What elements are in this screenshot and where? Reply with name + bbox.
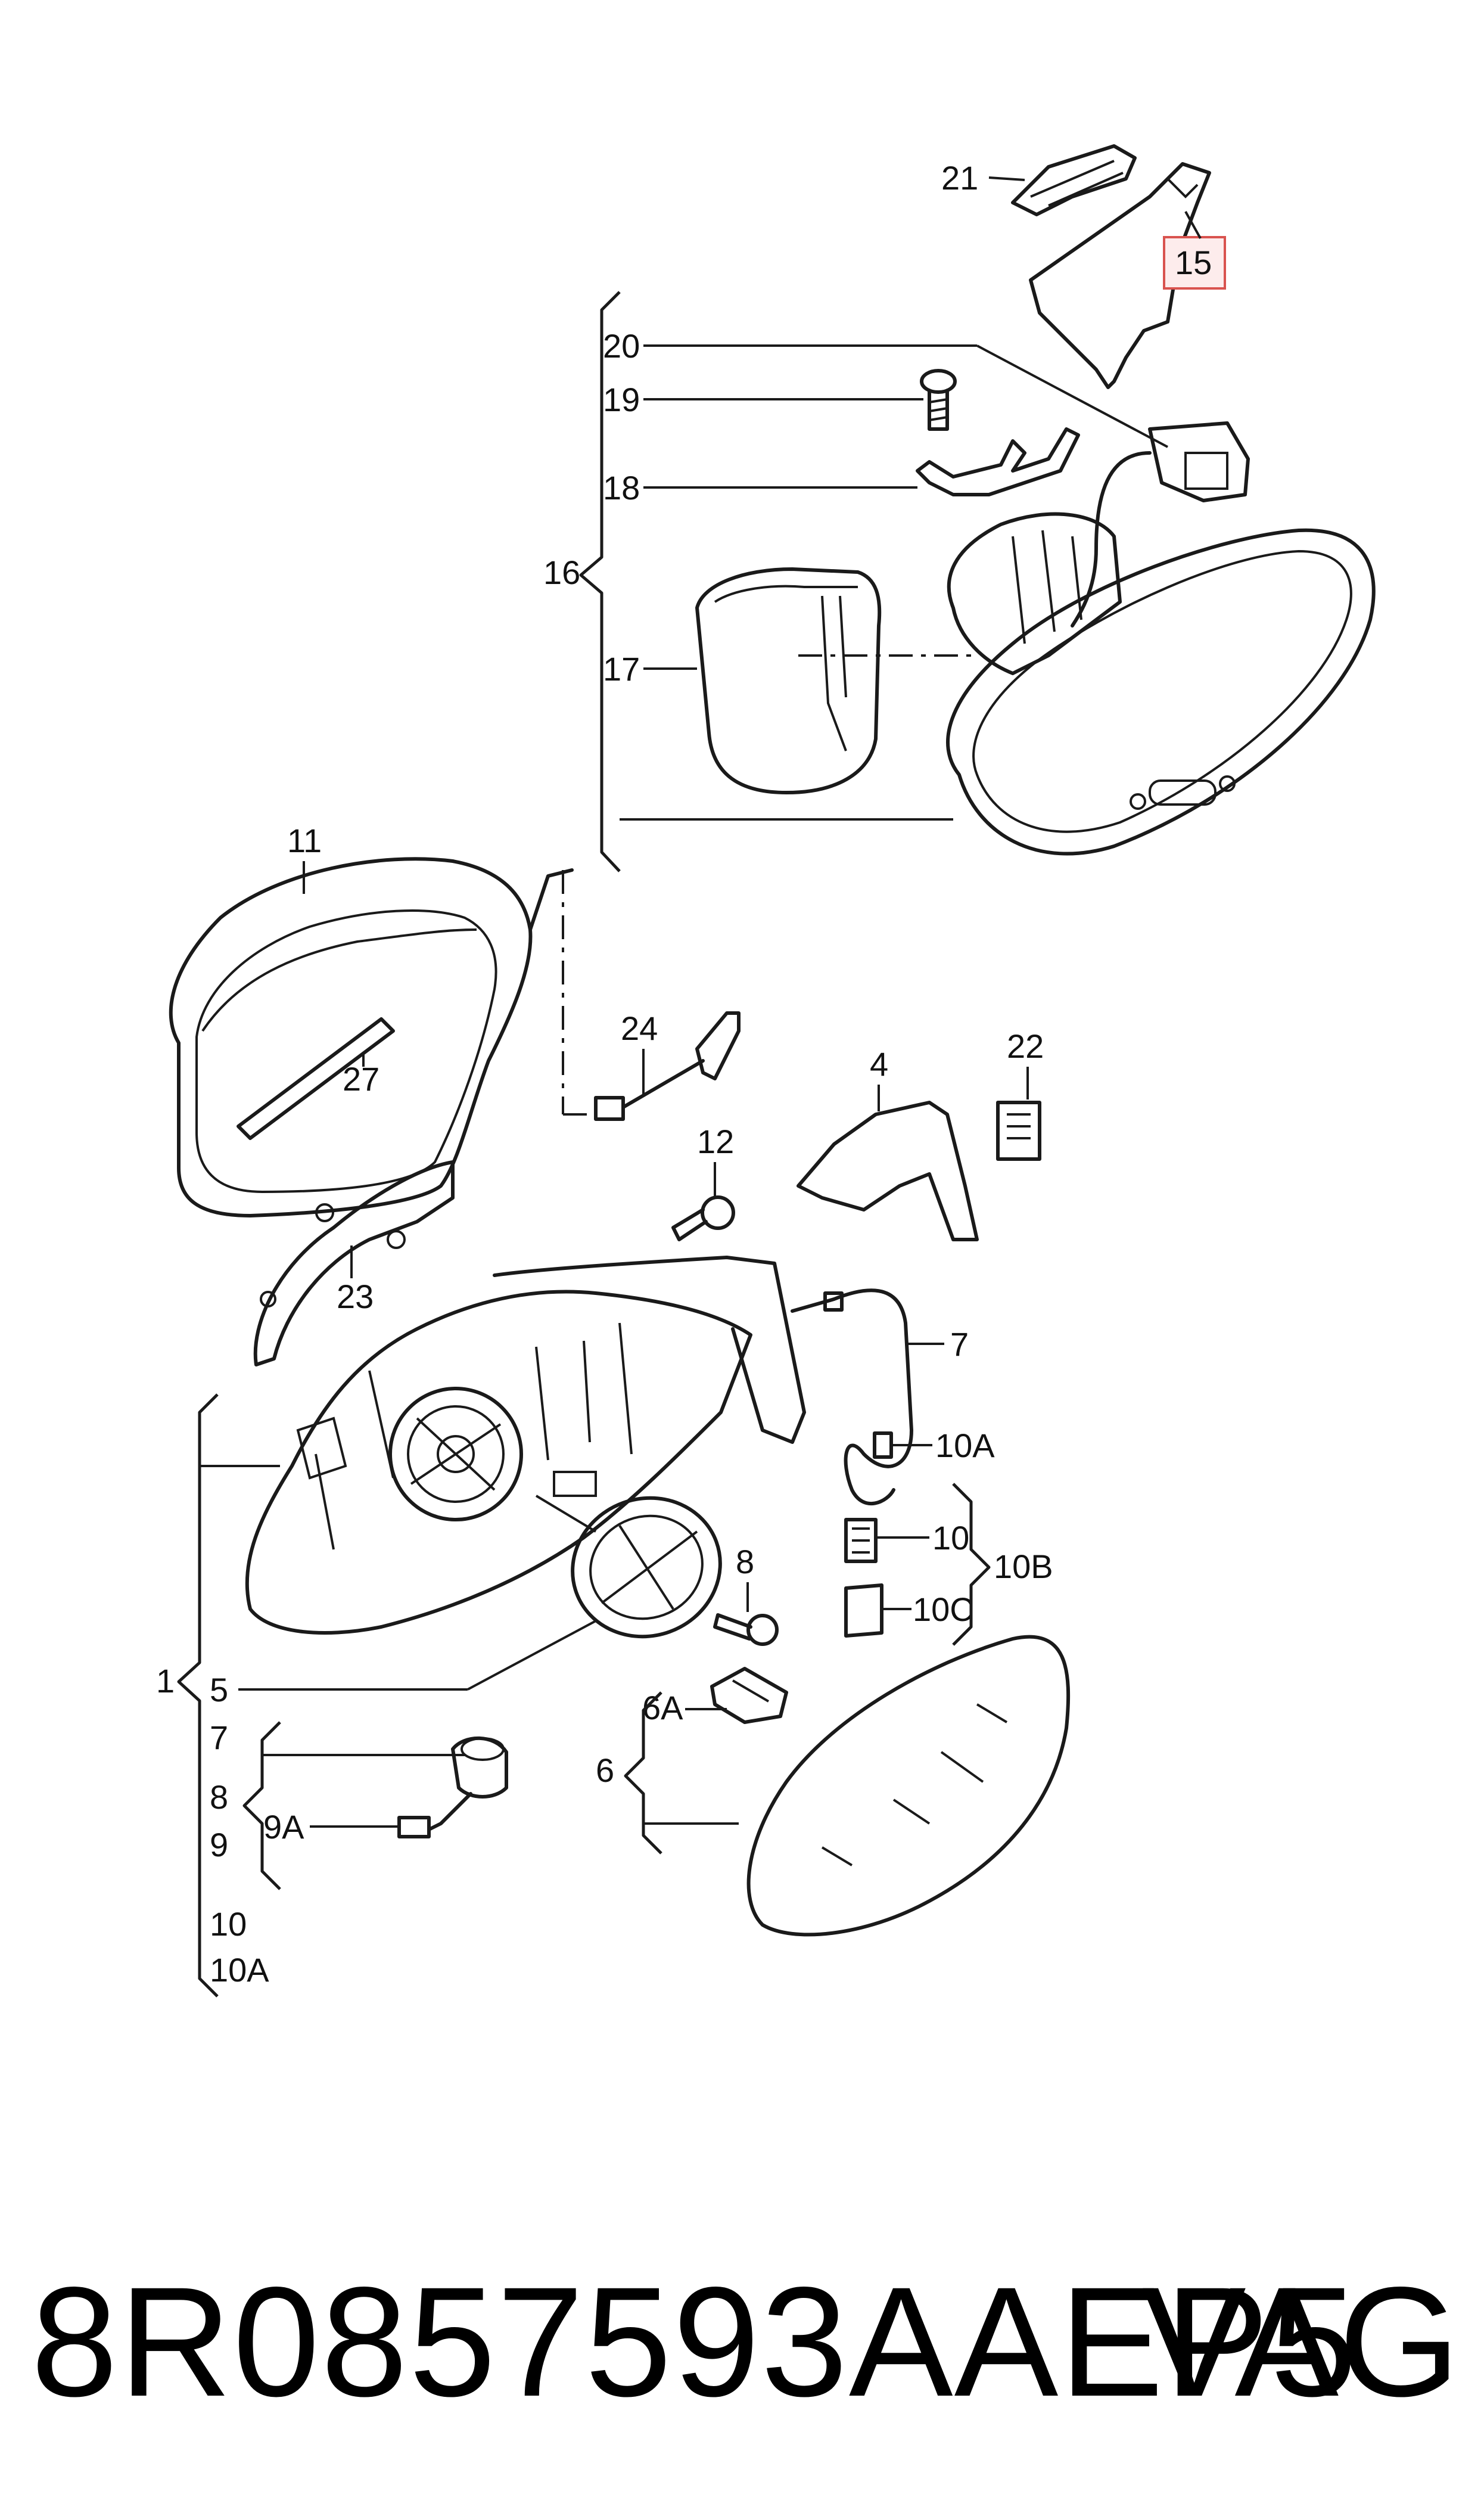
- brace-6: [624, 1691, 662, 1855]
- label-23: 23: [337, 1278, 374, 1315]
- part-1-base-assembly: [245, 1256, 806, 1635]
- label-1: 1: [156, 1662, 175, 1700]
- label-10b: 10: [210, 1905, 247, 1943]
- part-27-trim-strip: [237, 1017, 395, 1140]
- footer: 8R0857593AAEP5 VAG: [0, 2253, 1484, 2431]
- label-19: 19: [603, 381, 640, 418]
- label-21: 21: [941, 159, 978, 197]
- part-4-cover-panel: [797, 1101, 979, 1241]
- label-17: 17: [603, 650, 640, 688]
- label-24: 24: [621, 1010, 658, 1047]
- label-11: 11: [287, 822, 322, 859]
- label-22: 22: [1007, 1027, 1044, 1065]
- label-10A: 10A: [935, 1427, 995, 1464]
- label-20: 20: [603, 327, 640, 365]
- part-22-connector: [996, 1101, 1041, 1161]
- part-6A-connector: [710, 1667, 788, 1724]
- part-19-screw: [920, 369, 957, 431]
- label-15: 15: [1175, 244, 1212, 281]
- label-4: 4: [870, 1045, 888, 1083]
- part-17-housing-shell: [695, 567, 882, 794]
- part-16-mirror-module: [946, 512, 1376, 856]
- brand-text: VAG: [1142, 2254, 1460, 2429]
- part-9-motor: [427, 1736, 508, 1831]
- part-18-bracket: [916, 427, 1080, 496]
- part-8-screw: [713, 1613, 779, 1646]
- label-10Ab: 10A: [210, 1951, 269, 1989]
- part-23-bracket: [253, 1160, 455, 1366]
- label-6: 6: [596, 1751, 614, 1789]
- part-6-mirror-glass: [746, 1635, 1071, 1937]
- part-number-text: 8R0857593AAEP5: [31, 2254, 1358, 2429]
- label-12: 12: [697, 1123, 734, 1160]
- label-10B: 10B: [994, 1548, 1053, 1585]
- brace-1: [177, 1393, 219, 1998]
- part-11-housing-cap: [169, 857, 574, 1217]
- label-7: 7: [950, 1325, 969, 1363]
- part-9A-connector: [397, 1816, 431, 1838]
- label-5: 5: [210, 1671, 228, 1709]
- label-7b: 7: [210, 1719, 228, 1756]
- part-10C-connector: [844, 1583, 883, 1638]
- part-5-adjuster-disk: [571, 1496, 722, 1639]
- part-21-clip: [1011, 144, 1137, 216]
- brace-10B: [952, 1483, 991, 1646]
- part-24-actuator-lever: [594, 1011, 741, 1121]
- part-15-cover: [1029, 162, 1211, 389]
- part-10-connector: [844, 1518, 878, 1563]
- part-20-connector: [1071, 421, 1250, 628]
- label-6A: 6A: [642, 1689, 683, 1726]
- label-8: 8: [736, 1543, 754, 1580]
- part-7-cable: [791, 1288, 913, 1505]
- label-10C: 10C: [913, 1591, 974, 1628]
- label-10: 10: [932, 1519, 969, 1557]
- brace-9: [242, 1721, 281, 1890]
- label-18: 18: [603, 469, 640, 507]
- label-9A: 9A: [263, 1808, 304, 1846]
- part-10A-connector: [873, 1431, 893, 1459]
- label-16: 16: [543, 554, 580, 591]
- label-15-highlight-box: [1163, 236, 1226, 290]
- label-9: 9: [210, 1826, 228, 1863]
- part-12-screw: [671, 1195, 735, 1241]
- label-8b: 8: [210, 1778, 228, 1816]
- brace-16: [579, 291, 621, 872]
